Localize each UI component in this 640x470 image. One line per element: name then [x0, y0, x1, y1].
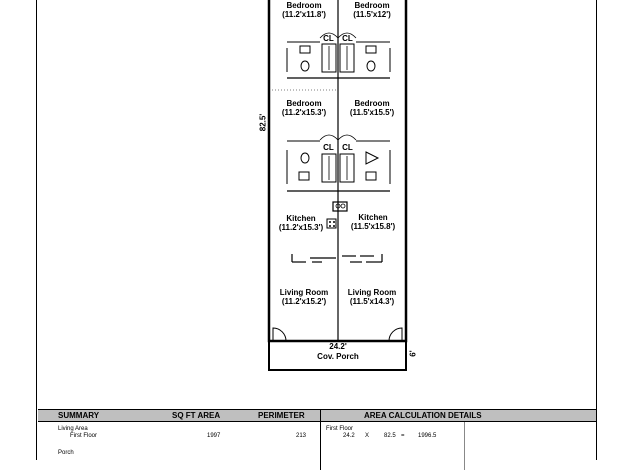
sink-left [299, 45, 311, 54]
room-bedroom-3: Bedroom(11.2'x15.3') [281, 99, 327, 117]
closet-right [339, 43, 355, 73]
calc-floor-label: First Floor [326, 426, 353, 432]
porch-dimension: 6' [408, 350, 418, 357]
upper-closet-block [286, 32, 391, 79]
middle-closet-block [286, 134, 391, 192]
calc-op: X [365, 433, 370, 439]
room-bedroom-1: Bedroom(11.2'x11.8') [282, 1, 326, 19]
calc-result: 1996.5 [418, 433, 437, 439]
height-dimension: 82.5' [258, 113, 268, 132]
first-floor-sqft: 1997 [207, 433, 221, 439]
calc-a: 24.2 [343, 433, 355, 439]
closet-label-1: CL [323, 34, 334, 43]
toilet-left [300, 60, 310, 72]
page-right-rule [596, 0, 597, 460]
toilet-right [366, 60, 376, 72]
calc-eq: = [401, 433, 405, 439]
closet-right-2 [339, 153, 355, 183]
room-living-2: Living Room(11.5'x14.3') [347, 288, 397, 306]
calc-b: 82.5 [384, 433, 396, 439]
first-floor-perimeter: 213 [296, 433, 307, 439]
summary-table: SUMMARY SQ FT AREA PERIMETER AREA CALCUL… [38, 409, 596, 470]
sink-right-2 [365, 171, 377, 181]
floor-plan [267, 0, 408, 371]
header-perimeter: PERIMETER [258, 411, 305, 420]
closet-label-2: CL [342, 34, 353, 43]
range [326, 218, 337, 229]
page-left-rule [36, 0, 37, 460]
door-right [388, 327, 403, 342]
room-living-1: Living Room(11.2'x15.2') [279, 288, 329, 306]
room-bedroom-4: Bedroom(11.5'x15.5') [349, 99, 395, 117]
kitchen-appliance [326, 201, 348, 229]
header-summary: SUMMARY [58, 411, 100, 420]
summary-header: SUMMARY SQ FT AREA PERIMETER AREA CALCUL… [38, 410, 596, 422]
closet-label-3: CL [323, 143, 334, 152]
door-left [272, 327, 287, 342]
living-area-label: Living Area [58, 426, 88, 432]
closet-label-4: CL [342, 143, 353, 152]
sink-right [365, 45, 377, 54]
room-kitchen-2: Kitchen(11.5'x15.8') [350, 213, 396, 231]
closet-left-2 [321, 153, 337, 183]
first-floor-label: First Floor [70, 433, 97, 439]
width-dimension: 24.2' [329, 342, 347, 351]
toilet-left-2 [300, 152, 310, 164]
kitchen-counter [291, 254, 383, 263]
header-calc: AREA CALCULATION DETAILS [364, 411, 482, 420]
porch-label: Cov. Porch [317, 352, 359, 361]
sink-left-2 [298, 171, 310, 181]
porch-summary-label: Porch [58, 450, 74, 456]
header-sqft: SQ FT AREA [172, 411, 221, 420]
room-bedroom-2: Bedroom(11.5'x12') [353, 1, 391, 19]
room-kitchen-1: Kitchen(11.2'x15.3') [278, 214, 324, 232]
closet-left [321, 43, 337, 73]
